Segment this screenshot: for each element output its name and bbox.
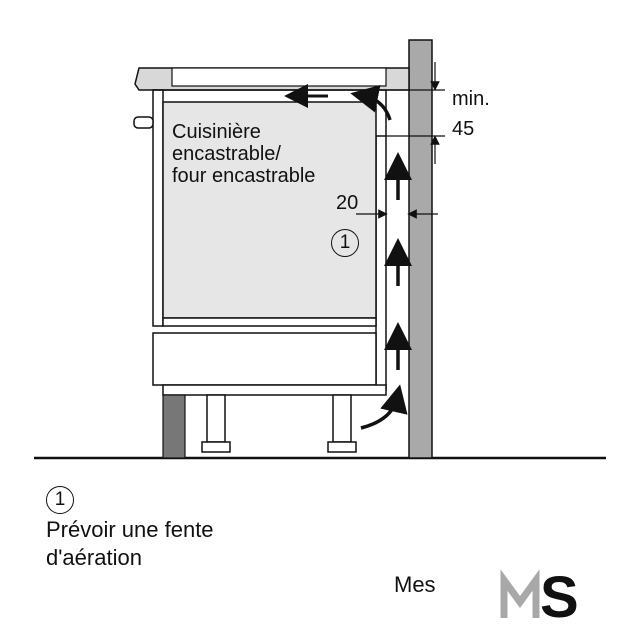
legend-number: 1 [46, 486, 74, 514]
appliance-label: Cuisinière encastrable/ four encastrable [172, 121, 315, 187]
appliance-label-line-3: four encastrable [172, 165, 316, 187]
hob-cutout [171, 67, 387, 87]
drawer [152, 332, 377, 386]
foot-right [327, 441, 357, 453]
legend-line-2: d'aération [46, 545, 142, 570]
gap-dimension-label: 20 [336, 192, 359, 214]
wall [408, 39, 433, 459]
kickboard [162, 394, 186, 459]
oven-bottom-rail [162, 317, 377, 327]
cabinet-back-panel [375, 135, 387, 391]
watermark-text: Mes [394, 572, 436, 597]
vent-marker: 1 [331, 229, 359, 257]
leg-right [332, 394, 352, 443]
cabinet-left-side [152, 89, 164, 327]
oven-knob [133, 116, 154, 129]
leg-left [206, 394, 226, 443]
logo-s: S [540, 565, 579, 630]
vent-marker-number: 1 [331, 229, 359, 257]
min-value: 45 [452, 118, 475, 140]
min-label: min. [452, 88, 490, 110]
foot-left [201, 441, 231, 453]
legend-line-1: Prévoir une fente [46, 517, 214, 542]
appliance-label-line-2: encastrable/ [172, 143, 281, 165]
legend: 1 Prévoir une fente d'aération [46, 484, 214, 572]
logo [500, 569, 540, 618]
plinth-rail [162, 384, 387, 396]
oven-body [162, 101, 377, 319]
appliance-label-line-1: Cuisinière [172, 121, 261, 143]
airflow-curve-bottom [360, 384, 408, 430]
airflow-curve-top [350, 85, 392, 121]
